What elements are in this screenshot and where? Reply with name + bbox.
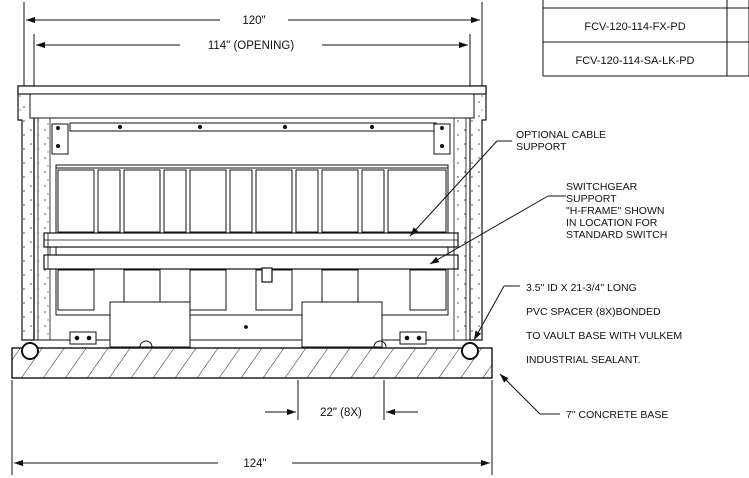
pvc-spacer-right [461,342,479,360]
part-table-row-2: FCV-120-114-SA-LK-PD [575,55,694,67]
vault-wall-left [17,85,35,341]
inner-wall-right [453,117,467,341]
opening-width-dimension [33,34,471,88]
opening-width-label: 114" (OPENING) [208,40,294,52]
h-frame-support [43,232,459,283]
concrete-base [11,347,493,379]
spacer-spacing-label: 22" (8X) [320,407,362,419]
switchgear-panels [55,164,449,316]
spacer-spacing-dimension [265,380,418,420]
switchgear-support-callout: SWITCHGEAR SUPPORT "H-FRAME" SHOWN IN LO… [566,181,667,241]
cable-openings [69,301,427,348]
part-number-table [542,0,749,77]
spacer-callout: 3.5" ID X 21-3/4" LONG PVC SPACER (8X)BO… [526,282,685,366]
overall-width-dimension [23,2,483,86]
vault-lid [29,93,475,119]
cable-support-leader [409,140,512,237]
inner-wall-left [37,117,51,341]
vault-lid-frame [17,85,487,95]
pvc-spacer-left [21,342,39,360]
base-callout: 7" CONCRETE BASE [566,409,668,421]
base-width-label: 124" [243,458,266,470]
part-table-row-1: FCV-120-114-FX-PD [584,21,685,33]
cable-support-bar [51,122,451,155]
base-leader [499,373,560,415]
vault-wall-right [469,85,487,341]
spacer-leader [473,285,520,341]
vault-interior [33,117,471,341]
base-width-dimension [11,380,493,475]
switchgear-support-leader [429,195,566,265]
overall-width-label: 120" [242,15,265,27]
cable-support-callout: OPTIONAL CABLE SUPPORT [516,129,609,153]
